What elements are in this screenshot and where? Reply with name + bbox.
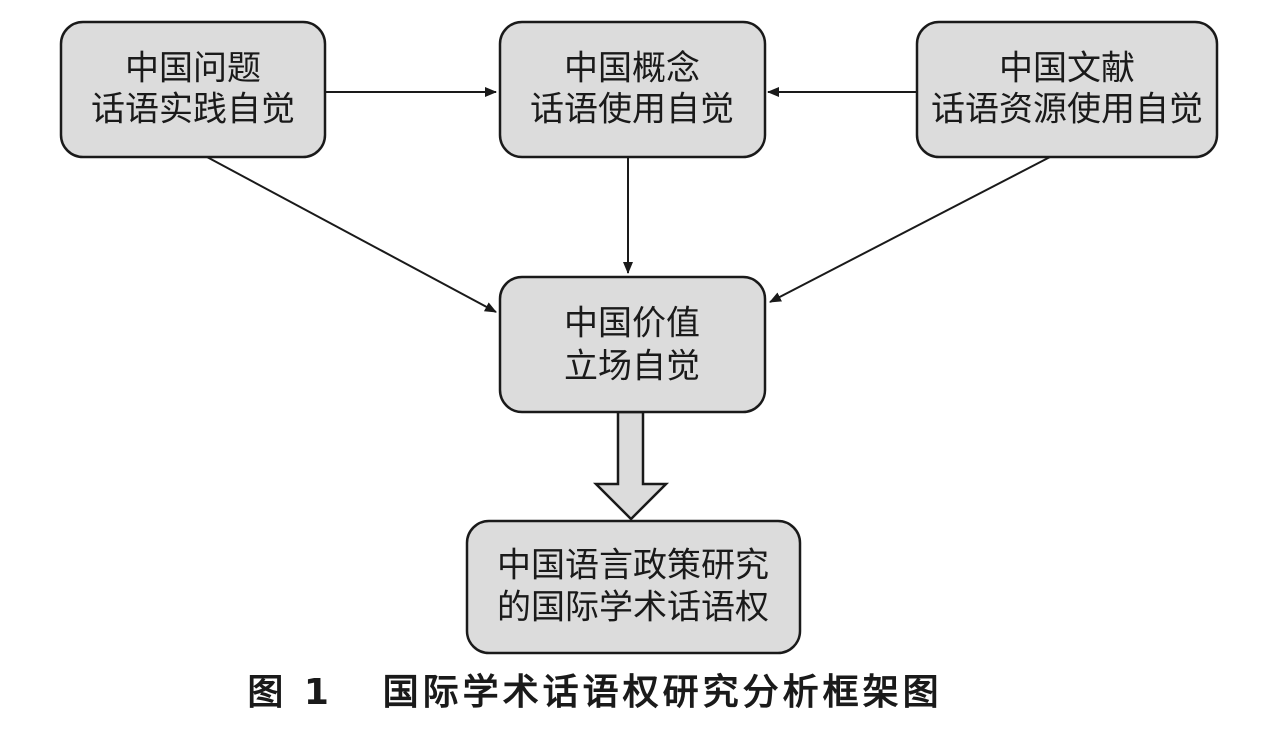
figure-caption-label: 图 1 <box>247 672 333 713</box>
node-discourse-power-line1: 中国语言政策研究 <box>497 546 769 586</box>
node-value: 中国价值 立场自觉 <box>498 275 767 414</box>
edge-literature-to-value <box>769 156 1051 303</box>
node-literature: 中国文献 话语资源使用自觉 <box>915 20 1219 159</box>
node-problem-line2: 话语实践自觉 <box>91 90 295 130</box>
figure-caption-title: 国际学术话语权研究分析框架图 <box>382 672 943 713</box>
node-literature-line1: 中国文献 <box>999 49 1135 89</box>
node-discourse-power-line2: 的国际学术话语权 <box>497 588 769 628</box>
block-arrow-down <box>592 410 670 521</box>
node-concept-line2: 话语使用自觉 <box>530 90 734 130</box>
node-value-line1: 中国价值 <box>564 304 700 344</box>
node-discourse-power: 中国语言政策研究 的国际学术话语权 <box>465 519 802 655</box>
edge-problem-to-value <box>206 156 497 313</box>
node-concept: 中国概念 话语使用自觉 <box>498 20 767 159</box>
figure-caption: 图 1 国际学术话语权研究分析框架图 <box>0 663 1190 715</box>
node-problem: 中国问题 话语实践自觉 <box>59 20 327 159</box>
node-value-line2: 立场自觉 <box>564 347 700 387</box>
node-concept-line1: 中国概念 <box>564 49 700 89</box>
node-literature-line2: 话语资源使用自觉 <box>931 90 1203 130</box>
node-problem-line1: 中国问题 <box>125 49 261 89</box>
